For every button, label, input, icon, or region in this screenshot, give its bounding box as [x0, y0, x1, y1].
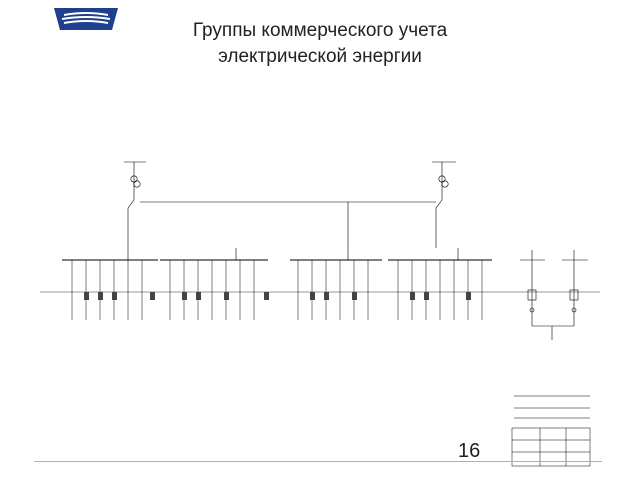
- slide-title: Группы коммерческого учета электрической…: [120, 18, 520, 70]
- page-number: 16: [458, 440, 481, 462]
- transformer-left: [124, 161, 146, 218]
- drawing-title-block: [511, 395, 591, 467]
- feeder-columns: [71, 260, 483, 320]
- company-logo: [54, 8, 118, 30]
- slide-title-line-1: Группы коммерческого учета: [192, 20, 448, 41]
- meter-symbols: [84, 292, 471, 300]
- single-line-electrical-diagram: [40, 161, 600, 467]
- transformer-right: [432, 161, 456, 218]
- slide-title-line-2: электрической энергии: [218, 46, 422, 67]
- footer-divider: [34, 461, 602, 462]
